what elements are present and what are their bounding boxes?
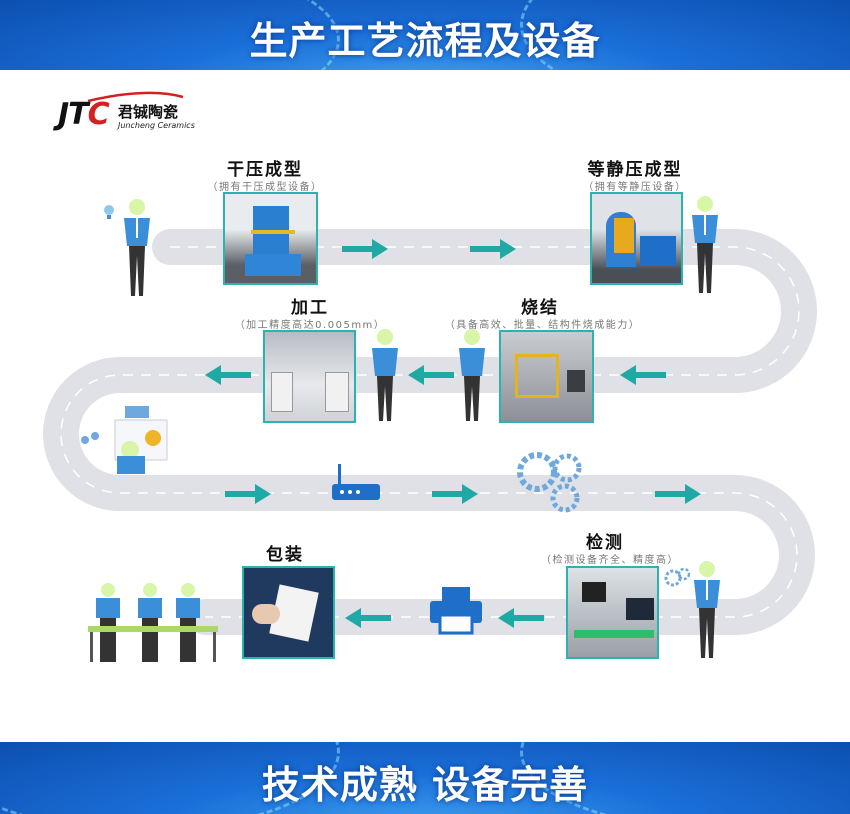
isostatic-press-photo xyxy=(590,192,683,285)
worker-figure xyxy=(124,199,150,296)
gears-icon xyxy=(517,452,582,513)
arrow-right-icon xyxy=(225,484,271,504)
arrow-left-icon xyxy=(620,365,666,385)
stage-subtitle-machining: （加工精度高达0.005mm） xyxy=(234,320,386,331)
arrow-right-icon xyxy=(470,239,516,259)
arrow-left-icon xyxy=(408,365,454,385)
lightbulb-icon xyxy=(104,205,114,219)
logo-name-en: Juncheng Ceramics xyxy=(118,121,195,130)
machining-workshop-photo xyxy=(263,330,356,423)
sintering-furnace-photo xyxy=(499,330,594,423)
arrow-left-icon xyxy=(205,365,251,385)
header-banner: 生产工艺流程及设备 xyxy=(0,0,850,70)
arrow-right-icon xyxy=(655,484,701,504)
dry-press-machine-photo xyxy=(223,192,318,285)
stage-title-inspection: 检测 xyxy=(586,533,624,553)
stage-title-sintering: 烧结 xyxy=(521,298,559,318)
packaging-workers-desk xyxy=(88,583,218,662)
inspection-equipment-photo xyxy=(566,566,659,659)
page-title: 生产工艺流程及设备 xyxy=(249,19,601,63)
stage-subtitle-sintering: （具备高效、批量、结构件烧成能力） xyxy=(444,320,641,331)
logo: JTC 君铖陶瓷 Juncheng Ceramics xyxy=(58,91,208,135)
footer-slogan: 技术成熟 设备完善 xyxy=(261,763,589,807)
stage-title-dry-press: 干压成型 xyxy=(227,160,303,180)
arrow-left-icon xyxy=(498,608,544,628)
logo-name-cn: 君铖陶瓷 xyxy=(118,103,179,121)
worker-figure xyxy=(694,561,720,658)
worker-figure xyxy=(372,329,398,421)
stage-title-machining: 加工 xyxy=(291,298,329,318)
gear-icon xyxy=(664,567,690,587)
stage-title-packaging: 包装 xyxy=(266,545,304,565)
stage-subtitle-inspection: （检测设备齐全、精度高） xyxy=(541,555,679,566)
printer-icon xyxy=(430,587,482,635)
router-icon xyxy=(332,464,380,500)
stage-title-isostatic-press: 等静压成型 xyxy=(587,160,683,180)
arrow-left-icon xyxy=(345,608,391,628)
logo-mark: JTC xyxy=(58,97,110,132)
footer-banner: 技术成熟 设备完善 xyxy=(0,742,850,814)
stage-subtitle-dry-press: （拥有干压成型设备） xyxy=(207,182,323,193)
arrow-right-icon xyxy=(432,484,478,504)
worker-figure xyxy=(459,329,485,421)
packaging-photo xyxy=(242,566,335,659)
presentation-screen-icon xyxy=(81,406,168,474)
stage-subtitle-isostatic-press: （拥有等静压设备） xyxy=(583,182,687,193)
arrow-right-icon xyxy=(342,239,388,259)
worker-figure xyxy=(692,196,718,293)
